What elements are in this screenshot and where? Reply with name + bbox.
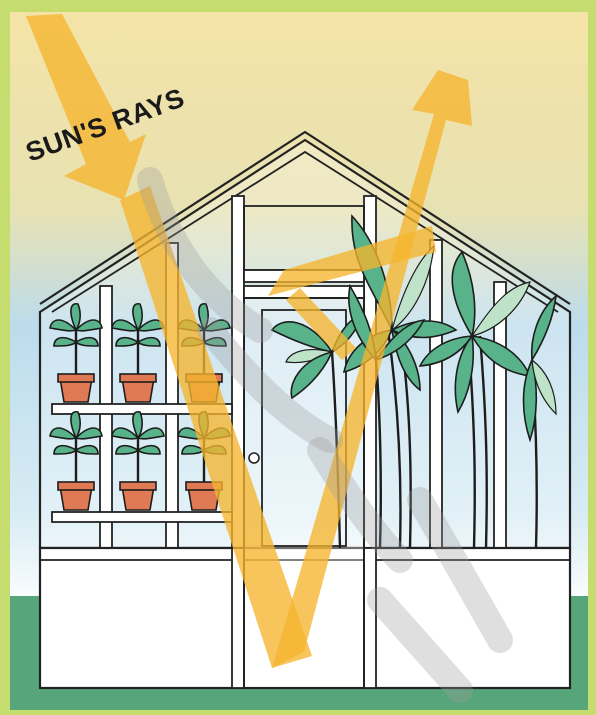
lower-shelf xyxy=(52,512,232,522)
door-knob xyxy=(249,453,259,463)
